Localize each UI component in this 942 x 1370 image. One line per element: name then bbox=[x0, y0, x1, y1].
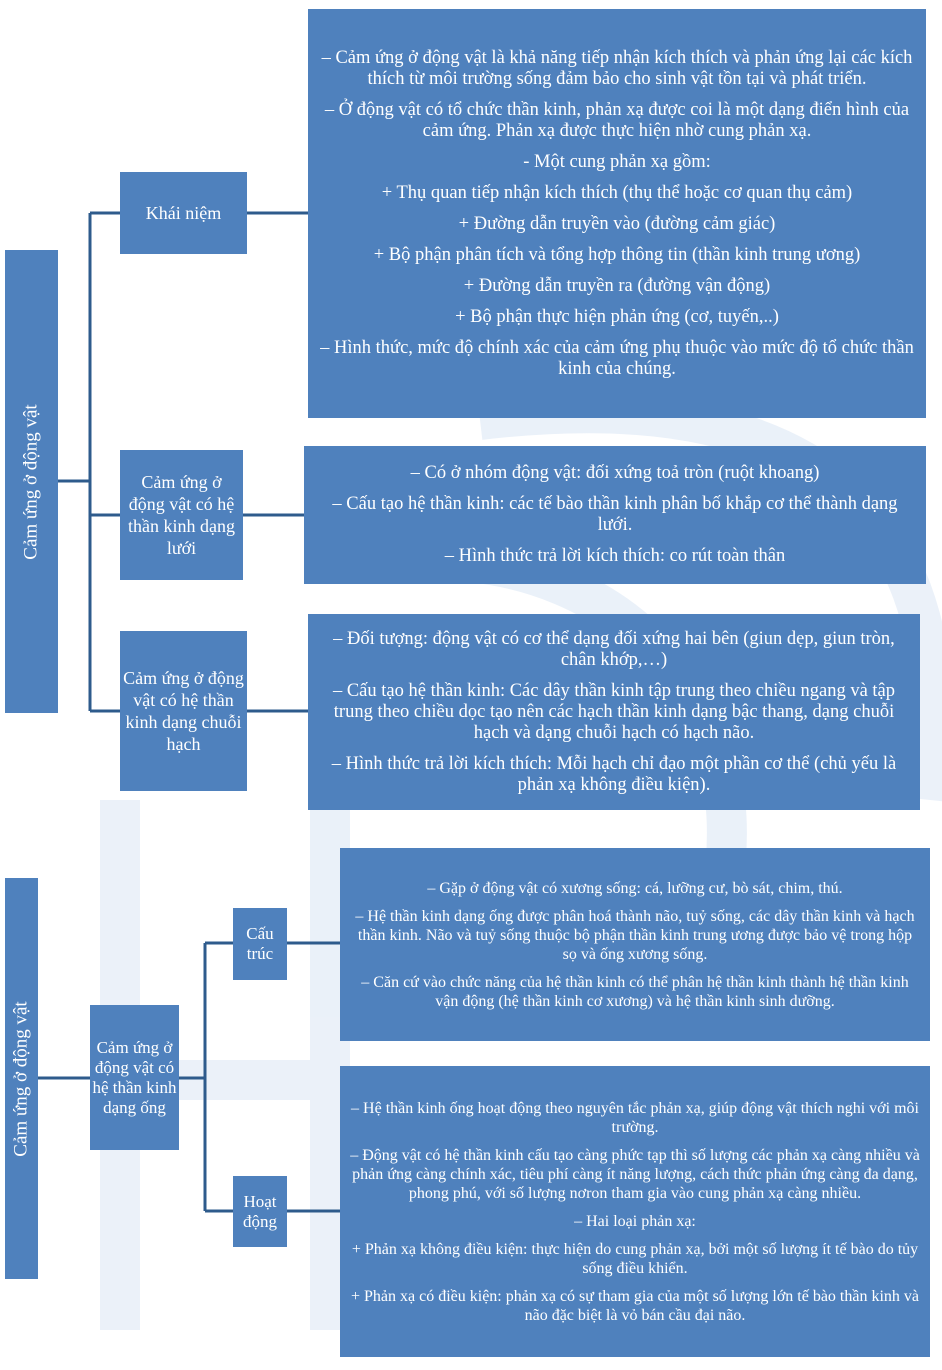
root-node-1-label: Cảm ứng ở động vật bbox=[20, 403, 42, 560]
branch-node-khai-niem: Khái niệm bbox=[120, 172, 247, 254]
branch-node-label: Cảm ứng ở động vật có hệ thần kinh dạng … bbox=[128, 472, 235, 558]
content-line: + Thụ quan tiếp nhận kích thích (thụ thể… bbox=[381, 182, 853, 203]
branch-node-chuoi-hach: Cảm ứng ở động vật có hệ thần kinh dạng … bbox=[120, 631, 247, 791]
content-box-hoat-dong: – Hệ thần kinh ống hoạt động theo nguyên… bbox=[340, 1066, 930, 1357]
content-line: – Căn cứ vào chức năng của hệ thần kinh … bbox=[361, 973, 909, 1010]
content-box-dang-luoi: – Có ở nhóm động vật: đối xứng toả tròn … bbox=[304, 446, 926, 584]
branch-node-label: Khái niệm bbox=[145, 203, 222, 223]
middle-node-label: Cảm ứng ở động vật có hệ thần kinh dạng … bbox=[92, 1037, 177, 1117]
content-line: – Có ở nhóm động vật: đối xứng toả tròn … bbox=[410, 463, 820, 483]
content-box-chuoi-hach: – Đối tượng: động vật có cơ thể dạng đối… bbox=[308, 614, 920, 810]
root-node-2-label: Cảm ứng ở động vật bbox=[10, 1000, 32, 1157]
content-line: – Đối tượng: động vật có cơ thể dạng đối… bbox=[333, 628, 895, 670]
content-line: – Cấu tạo hệ thần kinh: các tế bào thần … bbox=[332, 494, 898, 535]
content-line: – Cấu tạo hệ thần kinh: Các dây thần kin… bbox=[332, 680, 896, 743]
content-line: + Đường dẫn truyền ra (đường vận động) bbox=[463, 275, 771, 296]
content-line: + Phản xạ có điều kiện: phản xạ có sự th… bbox=[350, 1287, 920, 1324]
content-line: – Hệ thần kinh dạng ống được phân hoá th… bbox=[355, 907, 915, 963]
content-line: + Đường dẫn truyền vào (đường cảm giác) bbox=[458, 213, 776, 234]
branch-node-label: Cảm ứng ở động vật có hệ thần kinh dạng … bbox=[123, 668, 244, 754]
content-line: – Ở động vật có tổ chức thần kinh, phản … bbox=[324, 99, 910, 141]
content-line: – Hình thức trả lời kích thích: Mỗi hạch… bbox=[331, 753, 897, 795]
branch-node-cau-truc: Cấu trúc bbox=[233, 908, 287, 980]
content-line: + Bộ phận thực hiện phản ứng (cơ, tuyến,… bbox=[455, 306, 779, 327]
branch-node-dang-luoi: Cảm ứng ở động vật có hệ thần kinh dạng … bbox=[120, 450, 243, 580]
branch-node-hoat-dong: Hoạt động bbox=[233, 1176, 287, 1247]
content-box-khai-niem: – Cảm ứng ở động vật là khả năng tiếp nh… bbox=[308, 9, 926, 418]
content-line: – Hình thức, mức độ chính xác của cảm ứn… bbox=[320, 337, 914, 379]
root-node-1: Cảm ứng ở động vật bbox=[5, 250, 58, 713]
content-box-cau-truc: – Gặp ở động vật có xương sống: cá, lưỡn… bbox=[340, 848, 930, 1041]
content-line: + Bộ phận phân tích và tổng hợp thông ti… bbox=[373, 244, 861, 265]
branch-node-label: Hoạt động bbox=[243, 1191, 277, 1231]
content-line: – Hệ thần kinh ống hoạt động theo nguyên… bbox=[351, 1099, 919, 1136]
content-line: – Hai loại phản xạ: bbox=[574, 1212, 696, 1230]
content-line: – Hình thức trả lời kích thích: co rút t… bbox=[444, 546, 786, 566]
content-line: – Cảm ứng ở động vật là khả năng tiếp nh… bbox=[321, 47, 913, 89]
root-node-2: Cảm ứng ở động vật bbox=[5, 878, 38, 1279]
content-line: – Gặp ở động vật có xương sống: cá, lưỡn… bbox=[427, 879, 843, 897]
content-line: + Phản xạ không điều kiện: thực hiện do … bbox=[351, 1240, 919, 1277]
content-line: – Động vật có hệ thần kinh cấu tạo càng … bbox=[350, 1146, 920, 1202]
content-line: - Một cung phản xạ gồm: bbox=[523, 151, 711, 172]
branch-node-label: Cấu trúc bbox=[246, 924, 274, 963]
middle-node-dang-ong: Cảm ứng ở động vật có hệ thần kinh dạng … bbox=[90, 1005, 179, 1150]
